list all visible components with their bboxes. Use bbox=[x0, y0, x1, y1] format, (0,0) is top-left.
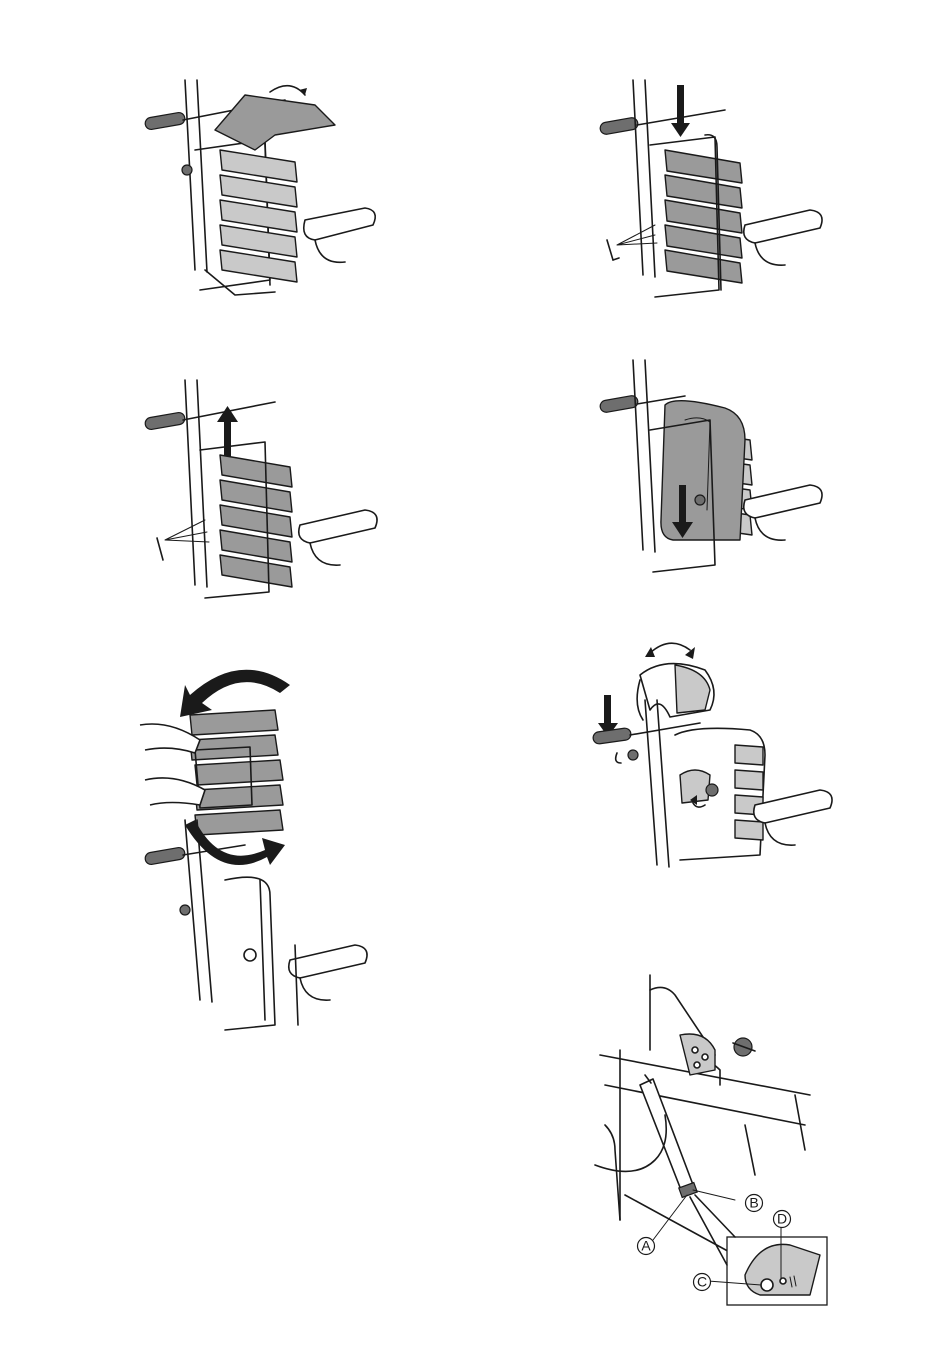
back-straps bbox=[220, 150, 297, 282]
back-straps bbox=[665, 150, 742, 283]
back-straps bbox=[220, 455, 292, 587]
svg-text:D: D bbox=[777, 1211, 787, 1227]
illustration-loosen-straps bbox=[135, 370, 395, 605]
illustration-rotate-back bbox=[140, 655, 400, 1045]
illustration-mount-headrest bbox=[585, 635, 845, 885]
back-straps bbox=[190, 710, 283, 835]
callout-d: D bbox=[772, 1209, 792, 1229]
illustration-tighten-straps bbox=[595, 75, 855, 310]
svg-text:A: A bbox=[641, 1238, 651, 1254]
callout-a: A bbox=[636, 1236, 656, 1256]
illustration-attach-back-cushion bbox=[595, 360, 855, 585]
back-straps bbox=[735, 745, 763, 840]
svg-text:B: B bbox=[749, 1195, 758, 1211]
callout-c: C bbox=[692, 1272, 712, 1292]
svg-text:C: C bbox=[697, 1274, 707, 1290]
callout-b: B bbox=[744, 1193, 764, 1213]
illustration-remove-upholstery bbox=[135, 70, 395, 310]
illustration-gas-strut-detail bbox=[595, 975, 835, 1310]
